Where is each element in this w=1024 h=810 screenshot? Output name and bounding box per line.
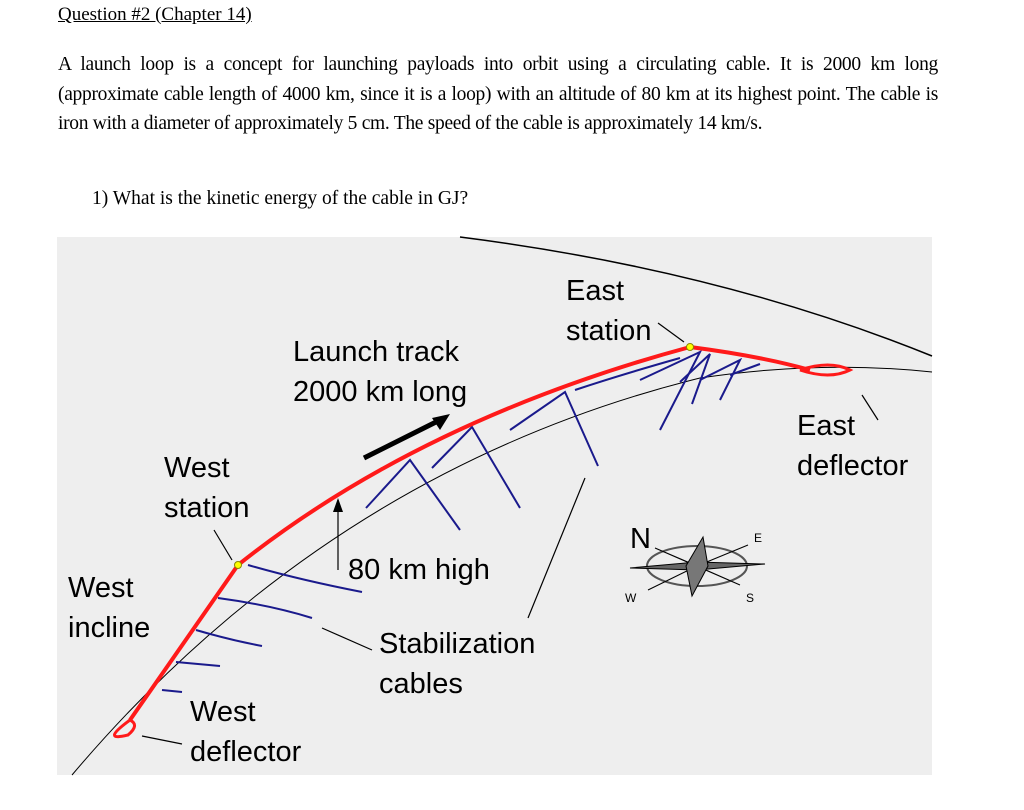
label-west-station-2: station [164,492,249,524]
east-deflector-loop [799,363,854,377]
label-stabilization-2: cables [379,668,463,700]
earth-surface [71,366,933,776]
compass-rose-icon: N E S W [625,523,766,605]
label-east-station-2: station [566,315,651,347]
question-title: Question #2 (Chapter 14) [58,4,252,25]
launch-track-cable [128,344,811,722]
label-launch-track-2: 2000 km long [293,376,467,408]
compass-south: S [746,591,754,605]
label-stabilization-1: Stabilization [379,628,535,660]
label-west-deflector-1: West [190,696,256,728]
height-arrow-icon [333,498,343,512]
diagram-background [57,237,932,775]
arrow-head-icon [432,414,450,430]
label-launch-track-1: Launch track [293,336,460,368]
label-west-incline-1: West [68,572,134,604]
question-paragraph: A launch loop is a concept for launching… [58,54,938,134]
launch-direction-arrow-icon [362,417,442,461]
label-west-deflector-2: deflector [190,736,302,768]
west-station-marker [234,561,242,569]
label-west-incline-2: incline [68,612,150,644]
label-east-station-1: East [566,275,624,307]
pointer-lines [141,322,879,745]
label-east-deflector-2: deflector [797,450,909,482]
label-height: 80 km high [348,554,490,586]
label-west-station-1: West [164,452,230,484]
stabilization-cables [161,349,761,693]
compass-east: E [754,531,762,545]
label-east-deflector-1: East [797,410,855,442]
west-deflector-loop [113,718,136,739]
compass-west: W [625,591,637,605]
east-station-marker [686,343,694,351]
compass-north: N [630,523,651,555]
horizon-arc [459,236,933,357]
sub-question-1: 1) What is the kinetic energy of the cab… [92,188,469,209]
